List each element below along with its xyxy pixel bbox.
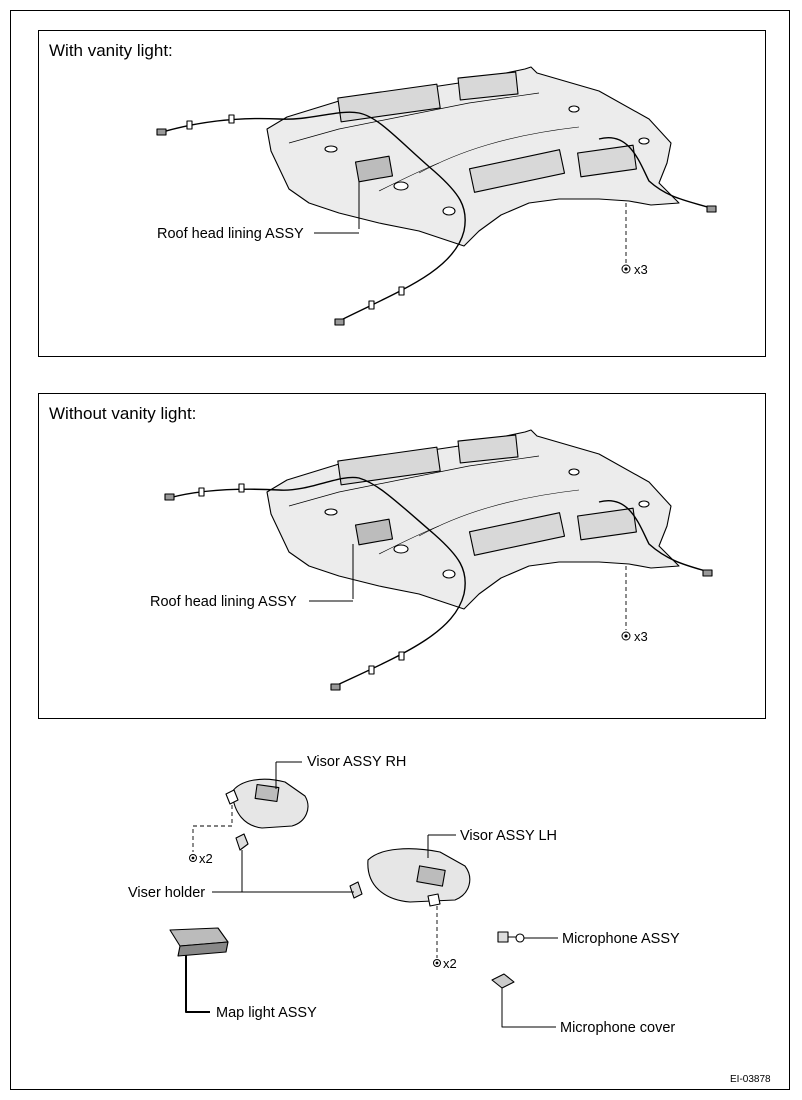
wire-harness-left <box>168 476 466 595</box>
label-visor-holder: Viser holder <box>128 885 205 901</box>
microphone-cover <box>491 973 515 989</box>
vent-front <box>337 83 441 123</box>
label-visor-lh-screws: x2 <box>443 956 457 971</box>
label-visor-lh: Visor ASSY LH <box>460 828 557 844</box>
wire-harness-lower <box>338 230 465 322</box>
label-clip-count: x3 <box>634 262 648 277</box>
visor-lh-mirror <box>416 865 446 887</box>
grab-hole <box>442 206 456 216</box>
leader-visor-holder <box>241 850 354 893</box>
panel-title-with-vanity-light: With vanity light: <box>49 41 173 60</box>
grab-hole <box>638 137 650 145</box>
grab-hole <box>638 500 650 508</box>
connector <box>330 683 341 691</box>
vent-rear <box>577 144 637 178</box>
wire-harness-lower <box>334 593 465 687</box>
panel-with-vanity-light: With vanity light: <box>38 30 766 357</box>
label-visor-rh-screws: x2 <box>199 851 213 866</box>
clamp <box>398 286 405 296</box>
connector <box>702 569 713 577</box>
label-visor-rh: Visor ASSY RH <box>307 754 406 770</box>
grab-hole <box>393 544 409 554</box>
figure-frame <box>10 10 790 1090</box>
headliner-inner-contour <box>288 92 540 144</box>
visor-holder-right <box>349 881 363 899</box>
vent-rear <box>577 507 637 541</box>
map-light-recess <box>354 518 394 546</box>
microphone <box>497 931 509 943</box>
headliner-crease <box>378 525 440 555</box>
label-roof-head-lining: Roof head lining ASSY <box>150 594 297 610</box>
headliner-diagram-with-vanity: Roof head lining ASSY x3 <box>156 66 717 326</box>
label-clip-count: x3 <box>634 629 648 644</box>
panel-without-vanity-light: Without vanity light: <box>38 393 766 719</box>
leader-microphone-cover <box>501 988 556 1028</box>
clamp <box>228 114 235 124</box>
clamp <box>368 665 375 675</box>
headliner-inner-contour <box>288 455 540 507</box>
vent-front <box>337 446 441 486</box>
vent-mid <box>468 149 566 193</box>
figure-code: EI-03878 <box>730 1074 771 1085</box>
grab-hole <box>324 145 338 153</box>
label-roof-head-lining: Roof head lining ASSY <box>157 226 304 242</box>
leader-visor-rh-screw <box>192 805 233 852</box>
visor-rh-mirror <box>254 783 280 803</box>
grab-hole <box>568 468 580 476</box>
headliner-crease <box>378 162 440 192</box>
wire-harness-right <box>598 499 710 573</box>
visor-lh-hinge <box>427 893 441 907</box>
connector <box>156 128 167 136</box>
clamp <box>398 651 405 661</box>
connector <box>334 318 345 326</box>
grab-hole <box>393 181 409 191</box>
panel-title-without-vanity-light: Without vanity light: <box>49 404 197 423</box>
label-microphone: Microphone ASSY <box>562 931 680 947</box>
grab-hole <box>324 508 338 516</box>
clamp <box>238 483 245 493</box>
label-map-light: Map light ASSY <box>216 1005 317 1021</box>
grab-hole <box>442 569 456 579</box>
connector <box>164 493 175 501</box>
leader-map-light <box>185 955 210 1013</box>
visor-holder-left <box>235 833 249 851</box>
clamp <box>368 300 375 310</box>
visor-rh <box>231 778 309 829</box>
vent-rear-top <box>457 434 519 464</box>
map-light-recess <box>354 155 394 183</box>
label-microphone-cover: Microphone cover <box>560 1020 675 1036</box>
grab-hole <box>568 105 580 113</box>
vent-mid <box>468 512 566 556</box>
clamp <box>186 120 193 130</box>
vent-rear-top <box>457 71 519 101</box>
connector <box>706 205 717 213</box>
wire-harness-right <box>598 136 715 210</box>
headliner-diagram-without-vanity: Roof head lining ASSY x3 <box>150 429 713 691</box>
clamp <box>198 487 205 497</box>
visor-rh-hinge <box>225 789 239 805</box>
